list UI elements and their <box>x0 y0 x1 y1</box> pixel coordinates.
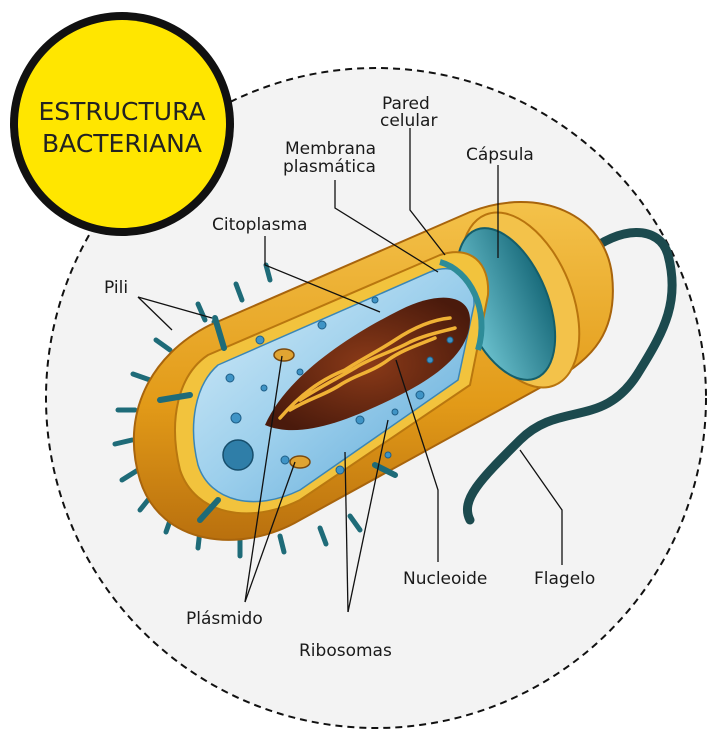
label-pili: Pili <box>104 278 128 298</box>
label-membrana-line1: Membrana <box>285 139 376 159</box>
label-citoplasma: Citoplasma <box>212 215 307 235</box>
title-line2: BACTERIANA <box>42 129 202 158</box>
vesicle <box>223 440 253 470</box>
label-flagelo: Flagelo <box>534 569 595 589</box>
label-plasmido: Plásmido <box>186 609 263 629</box>
title-badge: ESTRUCTURA BACTERIANA <box>10 12 234 236</box>
label-nucleoide: Nucleoide <box>403 569 487 589</box>
label-pared-line2: celular <box>380 111 437 131</box>
title-line1: ESTRUCTURA <box>38 97 205 126</box>
label-membrana-line2: plasmática <box>283 157 376 177</box>
label-ribosomas: Ribosomas <box>299 641 392 661</box>
label-capsula: Cápsula <box>466 145 534 165</box>
